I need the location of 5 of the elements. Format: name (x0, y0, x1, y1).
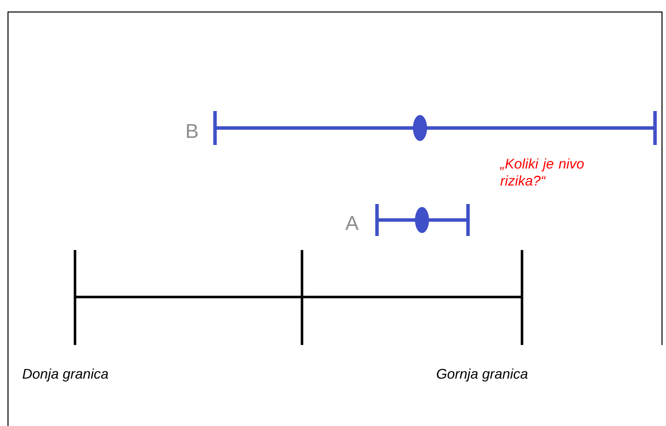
limit-label: Gornja granica (436, 368, 528, 382)
interval-label: B (186, 124, 198, 138)
annotation-text: „Koliki je nivo rizika?“ (500, 158, 584, 186)
limit-label: Donja granica (22, 368, 108, 382)
interval-label: A (345, 216, 359, 230)
